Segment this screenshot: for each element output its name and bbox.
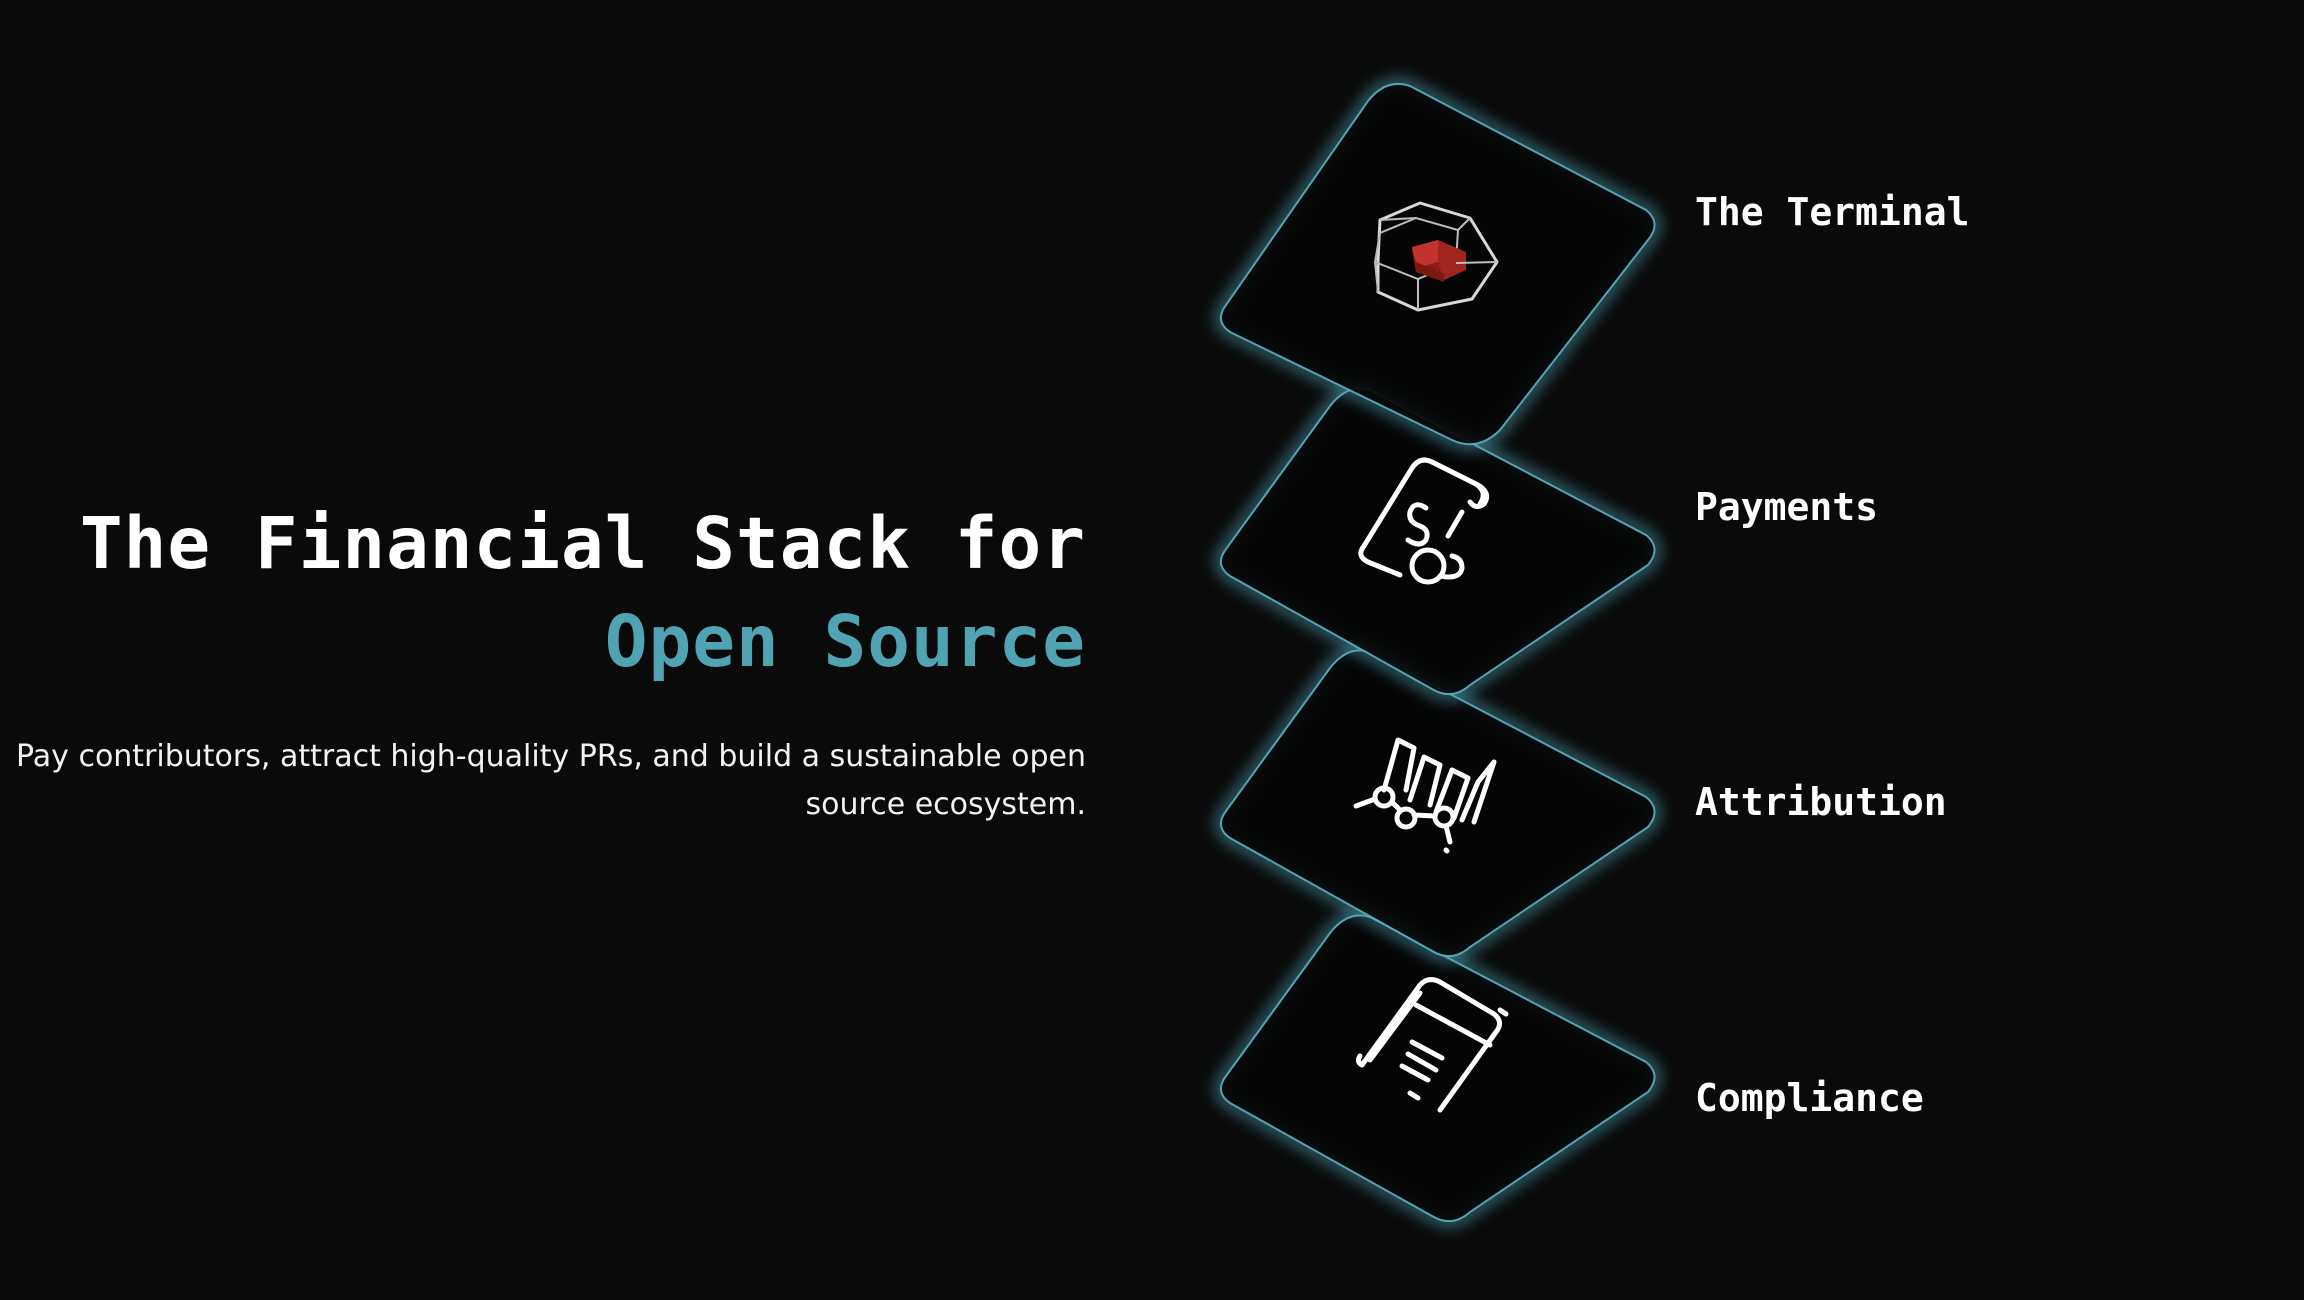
stack-layer-compliance	[1213, 908, 1662, 1229]
hero-subtitle: Pay contributors, attract high-quality P…	[16, 739, 1086, 822]
label-payments: Payments	[1695, 485, 1879, 529]
hero-section: The Financial Stack for Open Source Pay …	[0, 495, 1086, 829]
stack-layer-terminal	[1213, 76, 1662, 452]
label-the-terminal: The Terminal	[1695, 190, 1970, 234]
documents-icon	[1355, 977, 1509, 1113]
graph-bars-icon	[1353, 737, 1497, 854]
stack-layer-payments	[1213, 381, 1662, 702]
headline-line-1: The Financial Stack for	[79, 502, 1086, 585]
stack-layer-attribution	[1213, 643, 1662, 964]
cube-icon	[1373, 201, 1499, 312]
hero-headline: The Financial Stack for Open Source	[0, 495, 1086, 691]
label-attribution: Attribution	[1695, 780, 1947, 824]
invoice-coin-icon	[1358, 457, 1490, 585]
headline-accent: Open Source	[604, 600, 1086, 683]
label-compliance: Compliance	[1695, 1076, 1924, 1120]
